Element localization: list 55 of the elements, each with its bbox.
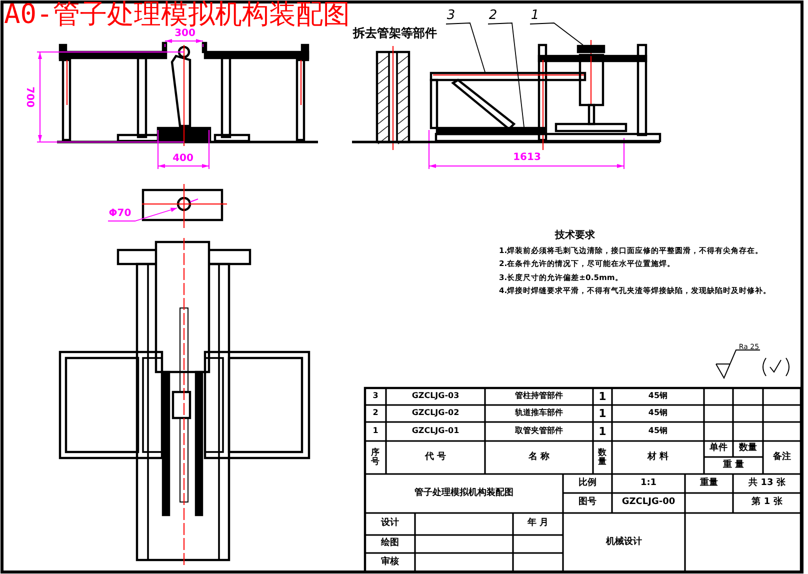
table-text: 1:1 (639, 476, 658, 490)
table-text: 材 料 (646, 450, 670, 464)
callout-number: 1 (528, 8, 542, 24)
cylinder (576, 44, 606, 126)
table-text: GZCLJG-02 (410, 407, 460, 420)
table-text: 45钢 (647, 407, 669, 420)
annotation-text: 拆去管架等部件 (352, 24, 438, 42)
table-text: 比例 (578, 476, 598, 490)
table-text: 3 (372, 390, 380, 402)
leader-line (446, 22, 486, 72)
table-text: 图号 (578, 496, 598, 510)
table-text: 2 (372, 407, 380, 420)
table-text: GZCLJG-03 (410, 390, 460, 402)
table-text: 共 13 张 (748, 476, 786, 490)
drawing-title: A0-管子处理模拟机构装配图 (4, 0, 351, 30)
table-text: 年 月 (526, 516, 550, 530)
table-text: 数量 (738, 442, 758, 456)
table-text: 管柱持管部件 (514, 390, 564, 402)
table-text: GZCLJG-01 (410, 425, 460, 438)
dimension-text: 1613 (512, 152, 542, 164)
table-text: 重量 (699, 476, 719, 490)
callout-number: 2 (486, 8, 500, 24)
table-text: 重 量 (722, 458, 746, 472)
leader-line (488, 22, 524, 128)
table-text: 管子处理模拟机构装配图 (414, 486, 514, 500)
table-text: 45钢 (647, 425, 669, 438)
table-text: 单件 (708, 442, 728, 456)
dimension-text: Φ70 (106, 208, 134, 221)
table-text: 绘图 (380, 536, 400, 550)
table-text: 轨道推车部件 (514, 407, 564, 420)
leader-line (530, 22, 584, 46)
leader-line (108, 208, 178, 222)
table-text: 代 号 (424, 450, 448, 464)
table-text: 序号 (370, 446, 381, 468)
table-text: 名 称 (527, 450, 551, 464)
table-text: 45钢 (647, 390, 669, 402)
table-text: 备注 (772, 450, 792, 464)
table-text: 机械设计 (604, 535, 643, 549)
table-text: GZCLJG-00 (620, 496, 676, 510)
table-text: 设计 (380, 516, 400, 530)
heading-text: 技术要求 (554, 229, 596, 243)
table-text: 第 1 张 (750, 495, 784, 510)
table-text: 1 (598, 424, 608, 440)
dimension-text: 300 (174, 29, 196, 40)
tube (430, 72, 586, 82)
table-text: 数量 (597, 446, 608, 468)
table-text: 审核 (380, 555, 400, 569)
table-text: 1 (598, 388, 608, 405)
callout-number: 3 (444, 8, 458, 24)
table-text: 1 (372, 425, 380, 438)
dimension-text: 400 (172, 153, 194, 165)
table-text: 取管夹管部件 (514, 425, 564, 438)
dimension-text: 700 (23, 86, 35, 110)
rail (436, 126, 546, 136)
table-text: 1 (598, 406, 608, 422)
